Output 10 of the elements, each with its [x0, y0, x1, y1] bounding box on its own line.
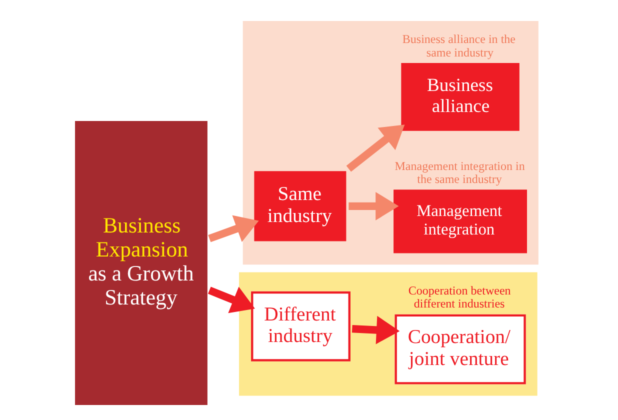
node-label: Business alliance in the same industry: [402, 32, 516, 60]
cluster: [242, 20, 538, 265]
arrow: [348, 192, 398, 220]
arrow: [208, 215, 258, 242]
arrow: [346, 124, 404, 172]
arrow: [351, 316, 400, 344]
arrow: [207, 286, 254, 314]
node-label: Management integration in the same industry: [394, 158, 524, 186]
cluster: [238, 272, 537, 396]
node-label: Cooperation between different industries: [408, 283, 510, 311]
